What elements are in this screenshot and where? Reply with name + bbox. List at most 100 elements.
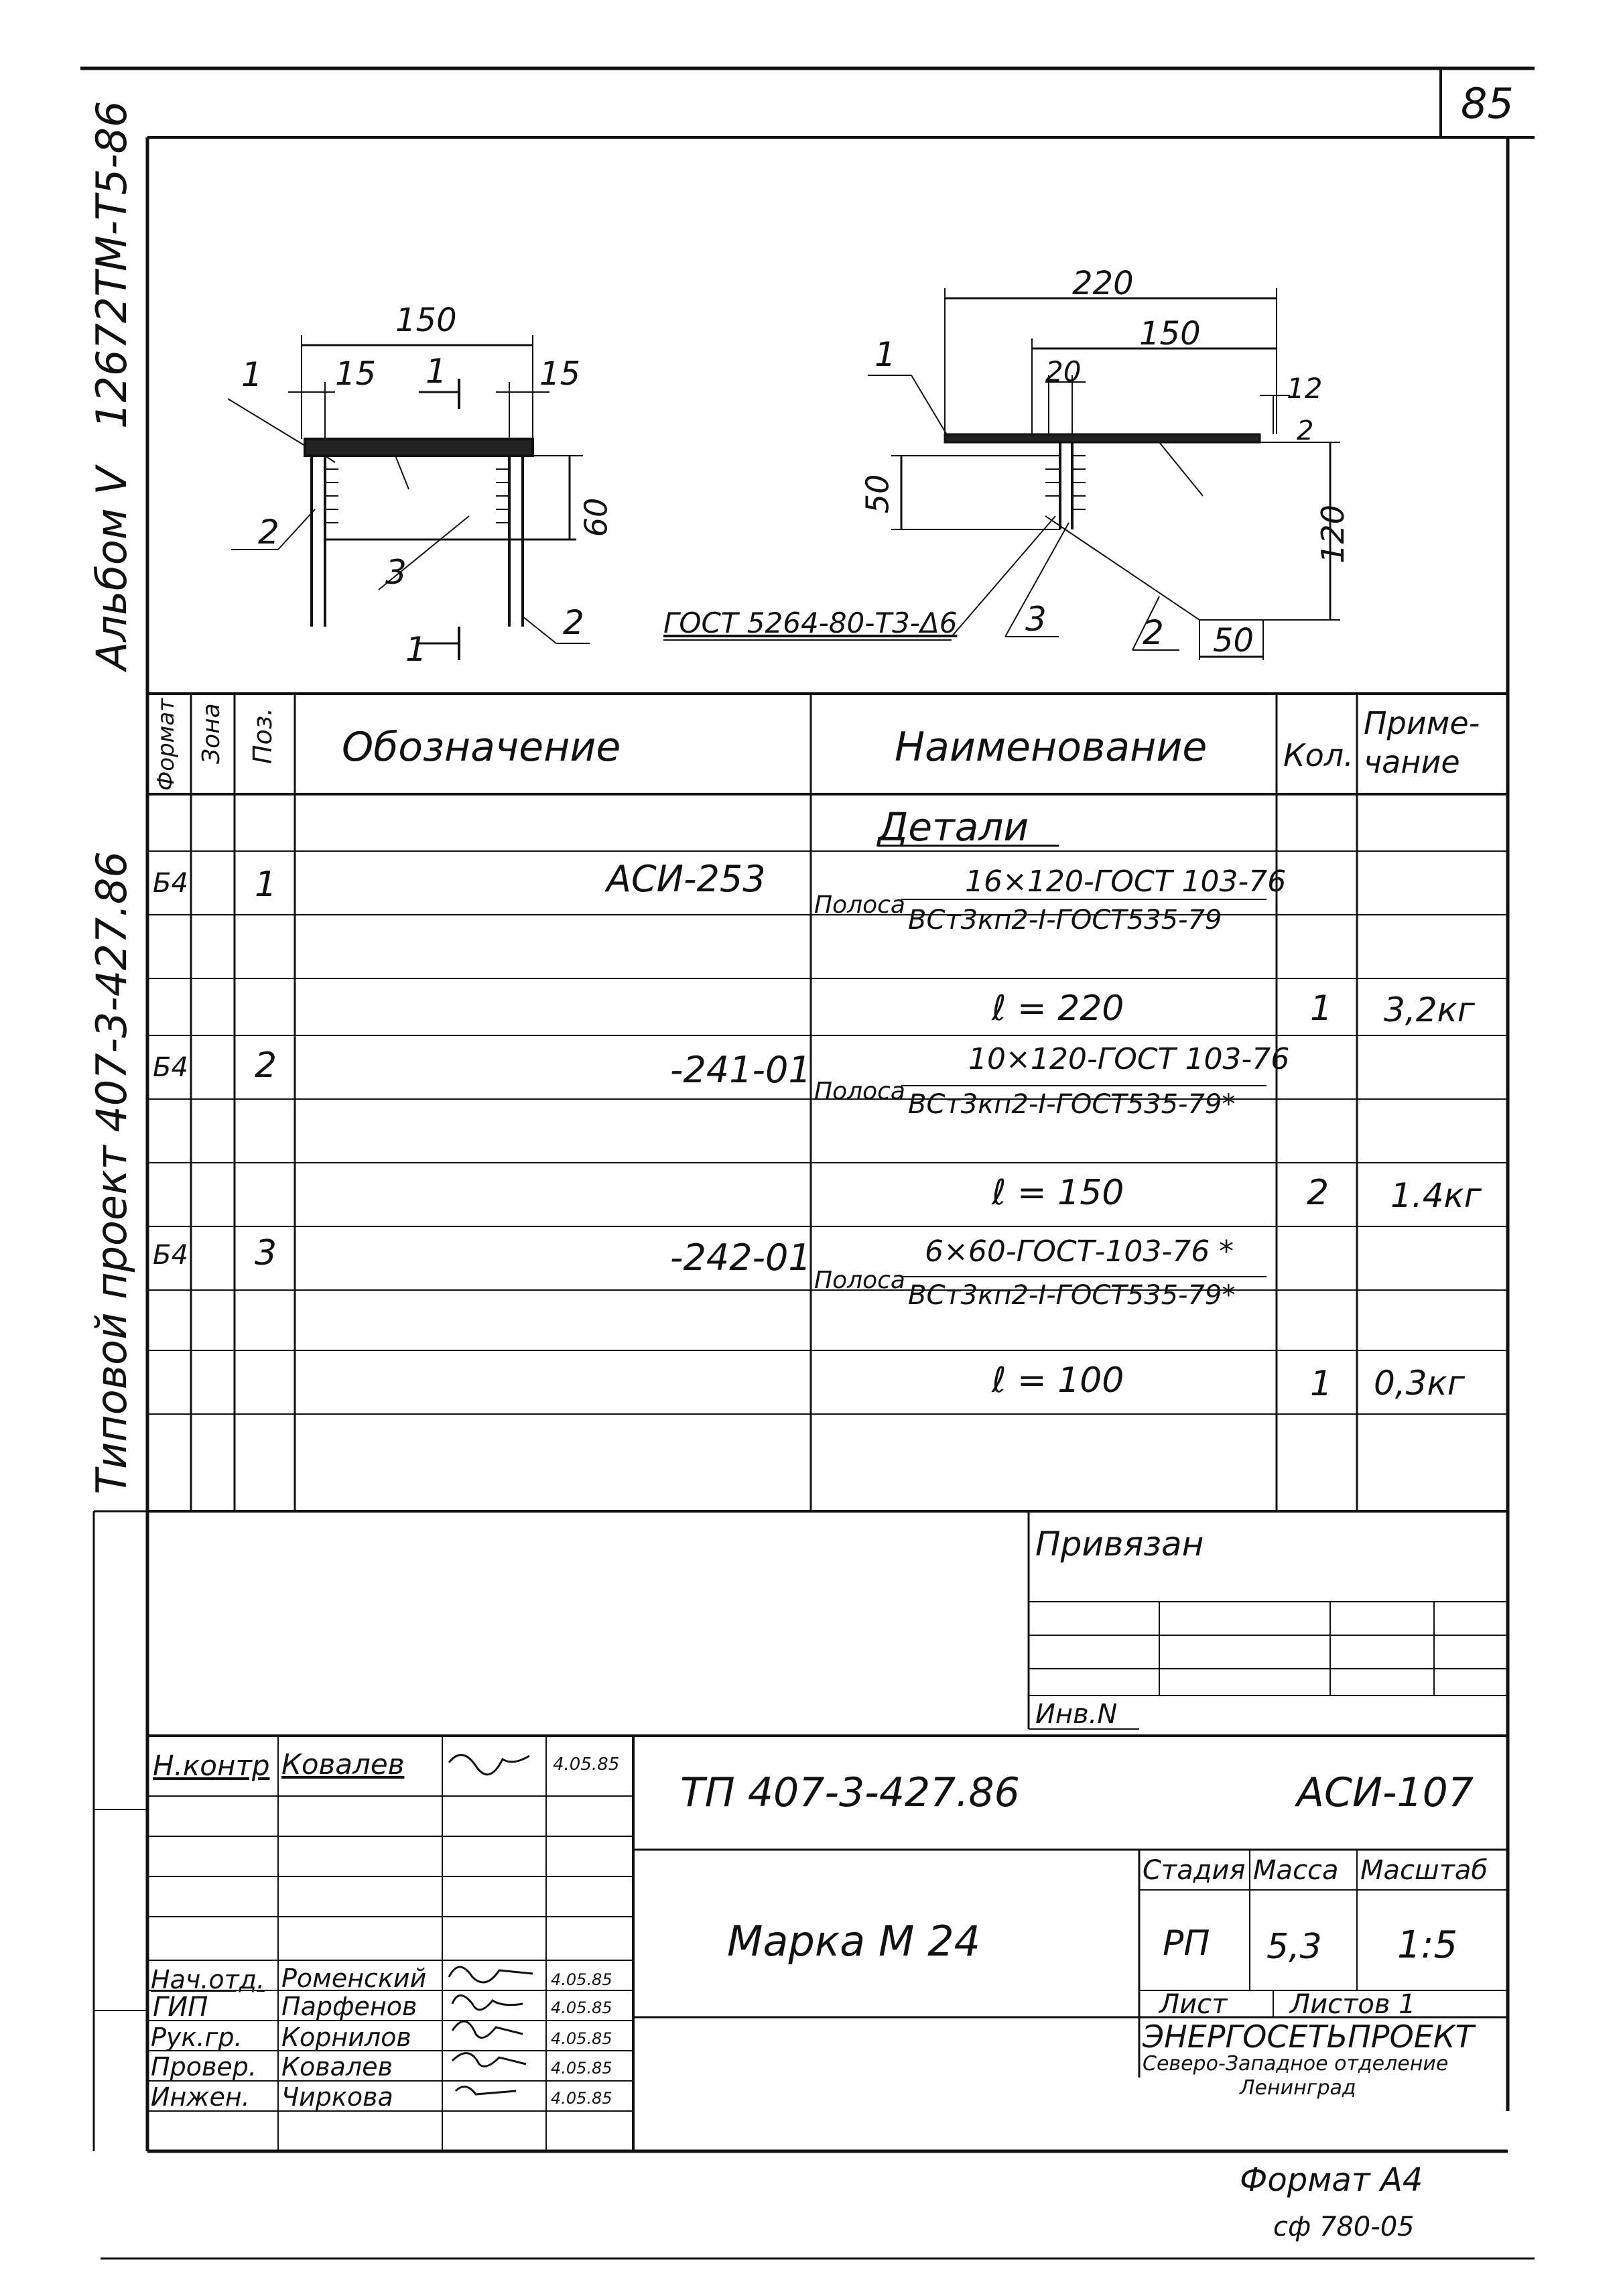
header-format: Формат [153, 698, 180, 791]
sig-date-4: 4.05.85 [551, 2029, 612, 2048]
side-label-doc-code: 12672ТМ-Т5-86 [87, 101, 136, 429]
sig-name-3: Парфенов [281, 1992, 417, 2021]
sig-role-3: ГИП [153, 1992, 208, 2023]
org-city: Ленинград [1240, 2076, 1356, 2100]
mass-value: 5,3 [1267, 1927, 1322, 1967]
row-3-format: Б4 [153, 1240, 188, 1271]
sig-name-1: Ковалев [281, 1748, 405, 1781]
stage-value: РП [1163, 1923, 1210, 1964]
sig-date-2: 4.05.85 [551, 1970, 612, 1989]
header-zone: Зона [198, 703, 225, 764]
row-2-length: ℓ = 150 [992, 1173, 1124, 1213]
row-3-name-bottom: ВСт3кп2-I-ГОСТ535-79* [908, 1280, 1236, 1311]
row-1-name-bottom: ВСт3кп2-I-ГОСТ535-79 [908, 905, 1222, 936]
row-2-designation: -241-01 [670, 1049, 812, 1091]
sig-role-5: Провер. [151, 2052, 257, 2082]
right-callout-3: 3 [1025, 600, 1047, 639]
page-number: 85 [1461, 79, 1514, 128]
left-callout-2b: 2 [563, 603, 584, 642]
side-label-album: Альбом V [87, 466, 136, 670]
sig-role-1: Н.контр [153, 1749, 270, 1782]
left-section-drawing [227, 335, 590, 660]
row-3-name-top: 6×60-ГОСТ-103-76 * [925, 1234, 1234, 1269]
sig-name-6: Чиркова [281, 2082, 393, 2112]
right-callout-2: 2 [1143, 613, 1164, 652]
drawing-title: Марка М 24 [727, 1917, 981, 1966]
doc-number: ТП 407-3-427.86 [680, 1769, 1020, 1816]
right-callout-1: 1 [874, 335, 896, 374]
right-dim-overall: 220 [1072, 265, 1134, 302]
row-3-pos: 3 [255, 1233, 277, 1273]
signature-marks [448, 1754, 533, 2096]
org-branch: Северо-Западное отделение [1143, 2052, 1449, 2076]
row-1-note: 3,2кг [1384, 991, 1475, 1029]
header-name: Наименование [895, 724, 1208, 771]
right-section-drawing [663, 288, 1340, 660]
sig-date-3: 4.05.85 [551, 1998, 612, 2017]
row-2-name-prefix: Полоса [814, 1078, 905, 1105]
archive-code: сф 780-05 [1273, 2212, 1415, 2242]
row-2-name-top: 10×120-ГОСТ 103-76 [968, 1042, 1290, 1076]
right-dim-12: 12 [1287, 372, 1323, 405]
sig-name-2: Роменский [281, 1964, 427, 1993]
row-1-pos: 1 [255, 865, 277, 905]
row-2-format: Б4 [153, 1052, 188, 1083]
row-3-name-prefix: Полоса [814, 1267, 905, 1294]
right-dim-120: 120 [1314, 505, 1351, 564]
stage-label: Стадия [1143, 1855, 1246, 1886]
sig-name-4: Корнилов [281, 2023, 411, 2052]
sig-role-4: Рук.гр. [151, 2023, 243, 2052]
scale-value: 1:5 [1397, 1923, 1458, 1967]
right-dim-inner: 150 [1139, 315, 1201, 353]
binding-label: Привязан [1035, 1525, 1204, 1564]
left-dim-right: 15 [539, 355, 581, 393]
left-dim-overall: 150 [395, 302, 457, 339]
row-2-name-bottom: ВСт3кп2-I-ГОСТ535-79* [908, 1089, 1236, 1120]
row-2-pos: 2 [255, 1045, 277, 1086]
right-dim-20: 20 [1045, 355, 1082, 388]
sig-date-6: 4.05.85 [551, 2089, 612, 2108]
side-label-project: Типовой проект 407-3-427.86 [87, 851, 136, 1494]
scale-label: Масштаб [1360, 1855, 1488, 1886]
left-callout-2a: 2 [258, 513, 279, 552]
sheet-label: Лист [1159, 1989, 1228, 2020]
header-designation: Обозначение [342, 724, 621, 771]
mass-label: Масса [1253, 1855, 1339, 1886]
row-1-name-top: 16×120-ГОСТ 103-76 [965, 865, 1287, 899]
header-pos: Поз. [248, 707, 277, 764]
mark-code: АСИ-107 [1297, 1769, 1474, 1816]
left-dim-left: 15 [335, 355, 377, 393]
left-section-top: 1 [426, 352, 447, 391]
left-callout-3: 3 [385, 553, 407, 592]
sig-role-2: Нач.отд. [151, 1965, 265, 1994]
row-1-qty: 1 [1310, 988, 1333, 1029]
sig-date-1: 4.05.85 [553, 1755, 620, 1775]
row-1-name-prefix: Полоса [814, 891, 905, 919]
row-3-note: 0,3кг [1374, 1364, 1465, 1403]
header-qty: Кол. [1283, 737, 1354, 773]
right-dim-2: 2 [1297, 416, 1314, 446]
row-2-qty: 2 [1307, 1173, 1329, 1213]
sig-role-6: Инжен. [151, 2082, 250, 2112]
left-section-bottom: 1 [405, 630, 427, 669]
sig-date-5: 4.05.85 [551, 2059, 612, 2078]
row-1-designation: АСИ-253 [606, 858, 766, 900]
section-title: Детали [878, 804, 1029, 850]
row-3-qty: 1 [1310, 1364, 1333, 1404]
row-3-designation: -242-01 [670, 1236, 812, 1279]
sheets-label: Листов 1 [1290, 1989, 1416, 2020]
row-3-length: ℓ = 100 [992, 1360, 1124, 1401]
left-callout-1: 1 [241, 355, 263, 394]
row-1-length: ℓ = 220 [992, 988, 1124, 1029]
inventory-label: Инв.N [1035, 1699, 1118, 1730]
right-dim-50-left: 50 [859, 474, 896, 514]
left-dim-height: 60 [578, 497, 614, 537]
row-1-format: Б4 [153, 868, 188, 899]
header-note: Приме-чание [1364, 705, 1480, 780]
org-name: ЭНЕРГОСЕТЬПРОЕКТ [1143, 2019, 1474, 2055]
format-label: Формат А4 [1240, 2161, 1423, 2199]
weld-note: ГОСТ 5264-80-Т3-Δ6 [663, 607, 958, 639]
row-2-note: 1.4кг [1390, 1176, 1482, 1215]
right-dim-50-bottom: 50 [1213, 622, 1254, 659]
